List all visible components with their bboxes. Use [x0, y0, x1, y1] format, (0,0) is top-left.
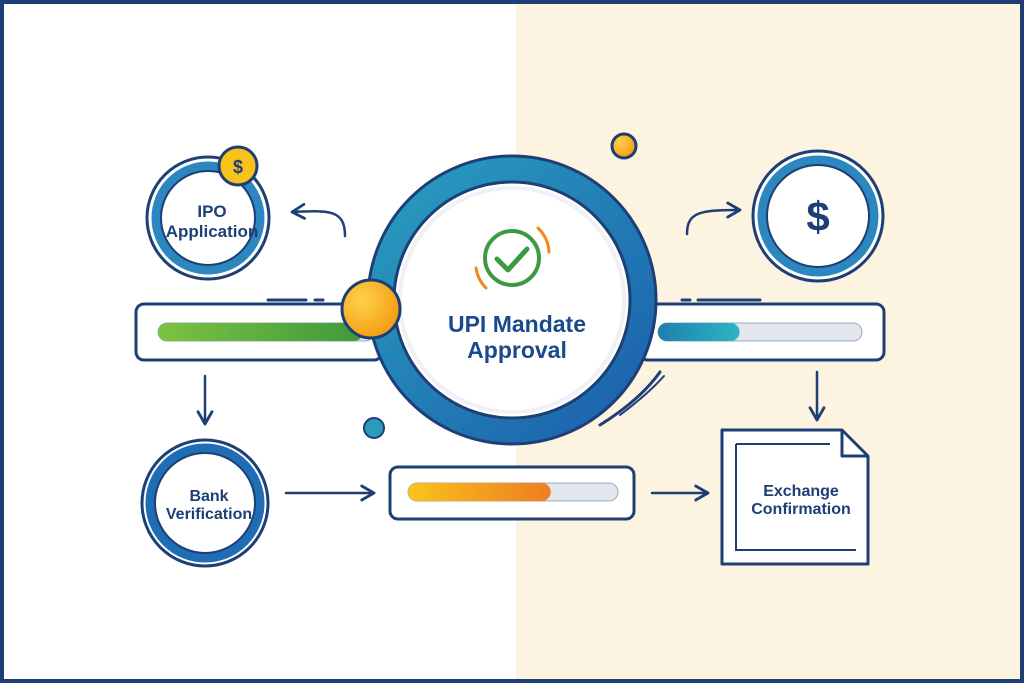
svg-text:$: $: [233, 157, 243, 177]
progress-ball-icon: [340, 278, 402, 340]
dollar-icon: $: [806, 193, 829, 240]
exchange-confirmation-label: Exchange Confirmation: [726, 483, 876, 520]
connector-arrows: [196, 201, 826, 502]
bank-label-line2: Verification: [165, 506, 253, 524]
upi-label-line1: UPI Mandate: [447, 311, 587, 337]
motion-lines-icon: [598, 370, 665, 427]
progress-bar-bottom: [388, 465, 636, 521]
bank-verification-node: [140, 438, 270, 568]
ipo-application-node: $: [145, 145, 271, 281]
upi-mandate-node: [366, 154, 665, 446]
ipo-label-line2: Application: [165, 221, 259, 241]
progress-bar-right: [638, 298, 886, 362]
exchange-label-line1: Exchange: [763, 483, 839, 500]
progress-fill-right: [658, 323, 740, 341]
checkmark-icon: [474, 226, 551, 290]
dollar-coin-icon: $: [217, 145, 259, 187]
exchange-label-line2: Confirmation: [751, 501, 851, 519]
ipo-label-line1: IPO: [197, 202, 227, 221]
decorative-dot-teal: [363, 417, 385, 439]
arrow-to-ipo: [290, 202, 347, 238]
bank-label-line1: Bank: [189, 488, 229, 505]
ipo-application-label: IPO Application: [137, 202, 287, 241]
document-icon: [720, 428, 870, 566]
progress-fill-left: [158, 323, 364, 341]
progress-fill-bottom: [408, 483, 551, 501]
payment-node: $: [751, 149, 885, 283]
decorative-dot-yellow: [610, 132, 638, 160]
bank-verification-label: Bank Verification: [134, 488, 284, 525]
upi-label-line2: Approval: [467, 337, 567, 364]
arrow-to-payment: [685, 201, 742, 236]
upi-mandate-label: UPI Mandate Approval: [412, 311, 622, 364]
